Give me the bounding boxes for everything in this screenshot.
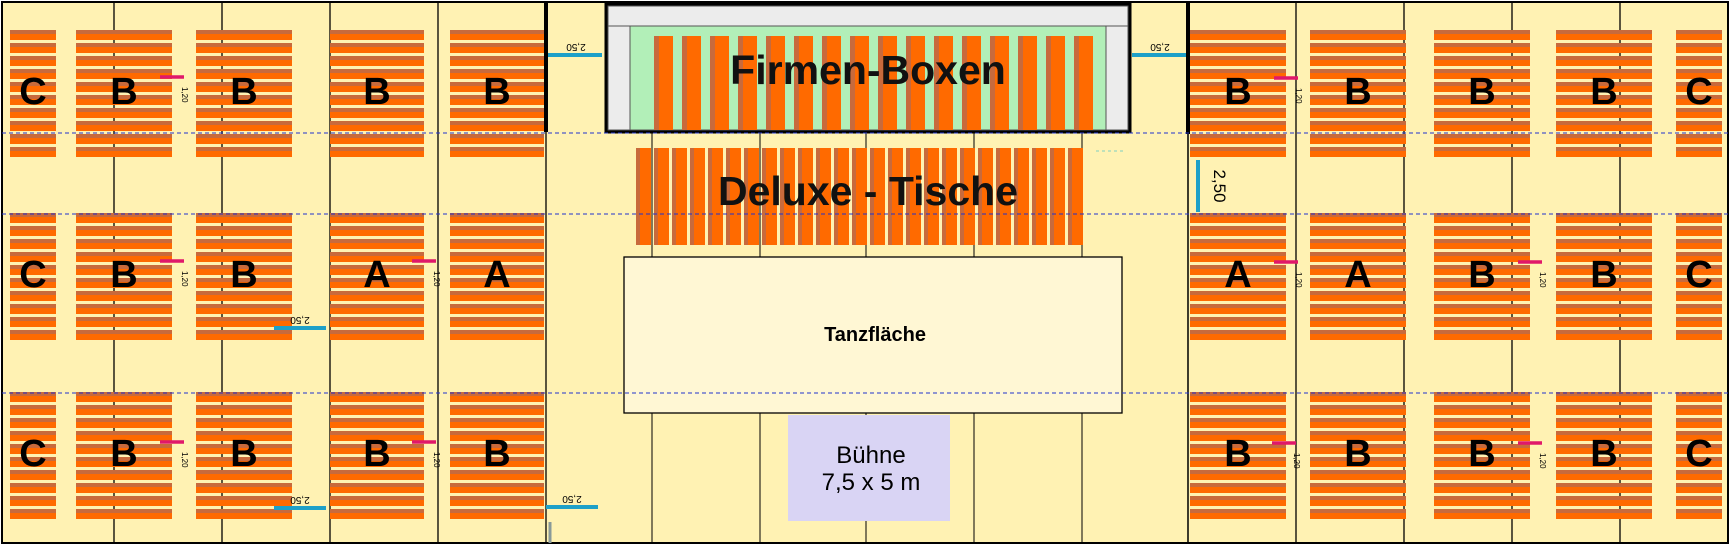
dim-bottom-left: 2,50 [290,494,310,505]
block-label: B [1468,433,1495,475]
block-label: A [483,254,510,296]
dim-right-vertical: 2,50 [1210,169,1229,202]
block-label: B [230,254,257,296]
seating-blocks: C B B B B B B B B C C B B A A A A B B C C B B B B B B B B C [10,30,1722,519]
block-label: B [1344,71,1371,113]
block-label: B [110,433,137,475]
gap-dimension-label: 1,20 [1292,453,1301,469]
aisle-dimension-labels: 2,50 2,50 2,50 2,50 2,50 2,50 [290,41,1229,505]
dance-floor-label: Tanzfläche [824,324,926,346]
block-label: C [1685,254,1712,296]
block-label: B [230,71,257,113]
block-label: B [363,433,390,475]
gap-dimension-label: 1,20 [1294,88,1303,104]
block-label: A [363,254,390,296]
dim-top-left: 2,50 [566,41,586,52]
block-label: B [1590,71,1617,113]
seating-block-b: B [76,392,172,519]
seating-block-c: C [1676,30,1722,157]
seating-block-b: B [76,30,172,157]
seating-block-b: B [1556,213,1652,340]
seating-block-b: B [76,213,172,340]
block-label: C [1685,71,1712,113]
block-label: C [19,71,46,113]
block-label: C [1685,433,1712,475]
dim-top-right: 2,50 [1150,41,1170,52]
seating-block-c: C [10,30,56,157]
dim-bottom-center: 2,50 [562,493,582,504]
block-label: B [230,433,257,475]
block-label: B [110,254,137,296]
seating-block-c: C [10,213,56,340]
block-label: B [483,433,510,475]
seating-block-b: B [330,392,424,519]
seating-block-b: B [450,30,544,157]
gap-markers: 1,20 1,20 1,20 1,20 1,20 1,20 1,20 1,20 1,20 1,20 [160,75,1547,469]
gap-dimension-label: 1,20 [432,271,441,287]
seating-block-c: C [1676,392,1722,519]
block-label: B [1468,71,1495,113]
block-label: C [19,433,46,475]
seating-block-b: B [1190,392,1286,519]
gap-dimension-label: 1,20 [432,452,441,468]
seating-block-b: B [1434,30,1530,157]
block-label: B [483,71,510,113]
dance-floor-area: Tanzfläche [623,256,1123,414]
block-label: B [363,71,390,113]
grid-lines [2,132,1728,394]
block-label: B [1224,433,1251,475]
seating-block-b: B [196,392,292,519]
seating-block-b: B [1434,213,1530,340]
seating-block-b: B [196,30,292,157]
block-label: B [1224,71,1251,113]
aisle-markers [274,53,1200,510]
seating-block-b: B [1556,392,1652,519]
seating-block-b: B [1556,30,1652,157]
block-label: A [1344,254,1371,296]
seating-block-a: A [1190,213,1286,340]
stage-label-name: Bühne [836,442,905,469]
gap-dimension-label: 1,20 [180,271,189,287]
gap-dimension-label: 1,20 [1294,272,1303,288]
seating-block-b: B [1310,392,1406,519]
seating-block-b: B [450,392,544,519]
block-label: B [110,71,137,113]
company-boxes-area: Firmen-Boxen [604,2,1132,134]
seating-block-b: B [1310,30,1406,157]
gap-dimension-label: 1,20 [180,87,189,103]
stage-area: Bühne 7,5 x 5 m [788,415,950,521]
stage-label-size: 7,5 x 5 m [822,469,921,496]
block-label: B [1344,433,1371,475]
seating-block-a: A [330,213,424,340]
seating-block-c: C [1676,213,1722,340]
block-label: C [19,254,46,296]
block-label: A [1224,254,1251,296]
seating-block-b: B [330,30,424,157]
deluxe-tables-title: Deluxe - Tische [718,168,1018,214]
block-label: B [1468,254,1495,296]
gap-dimension-label: 1,20 [1538,272,1547,288]
seating-block-b: B [1434,392,1530,519]
gap-dimension-label: 1,20 [180,452,189,468]
seating-block-c: C [10,392,56,519]
seating-block-b: B [196,213,292,340]
company-boxes-title: Firmen-Boxen [730,47,1006,93]
block-label: B [1590,433,1617,475]
dim-mid-left: 2,50 [290,314,310,325]
block-label: B [1590,254,1617,296]
deluxe-tables-area: Deluxe - Tische [636,148,1126,245]
seating-block-a: A [450,213,544,340]
seating-block-a: A [1310,213,1406,340]
gap-dimension-label: 1,20 [1538,453,1547,469]
seating-block-b: B [1190,30,1286,157]
